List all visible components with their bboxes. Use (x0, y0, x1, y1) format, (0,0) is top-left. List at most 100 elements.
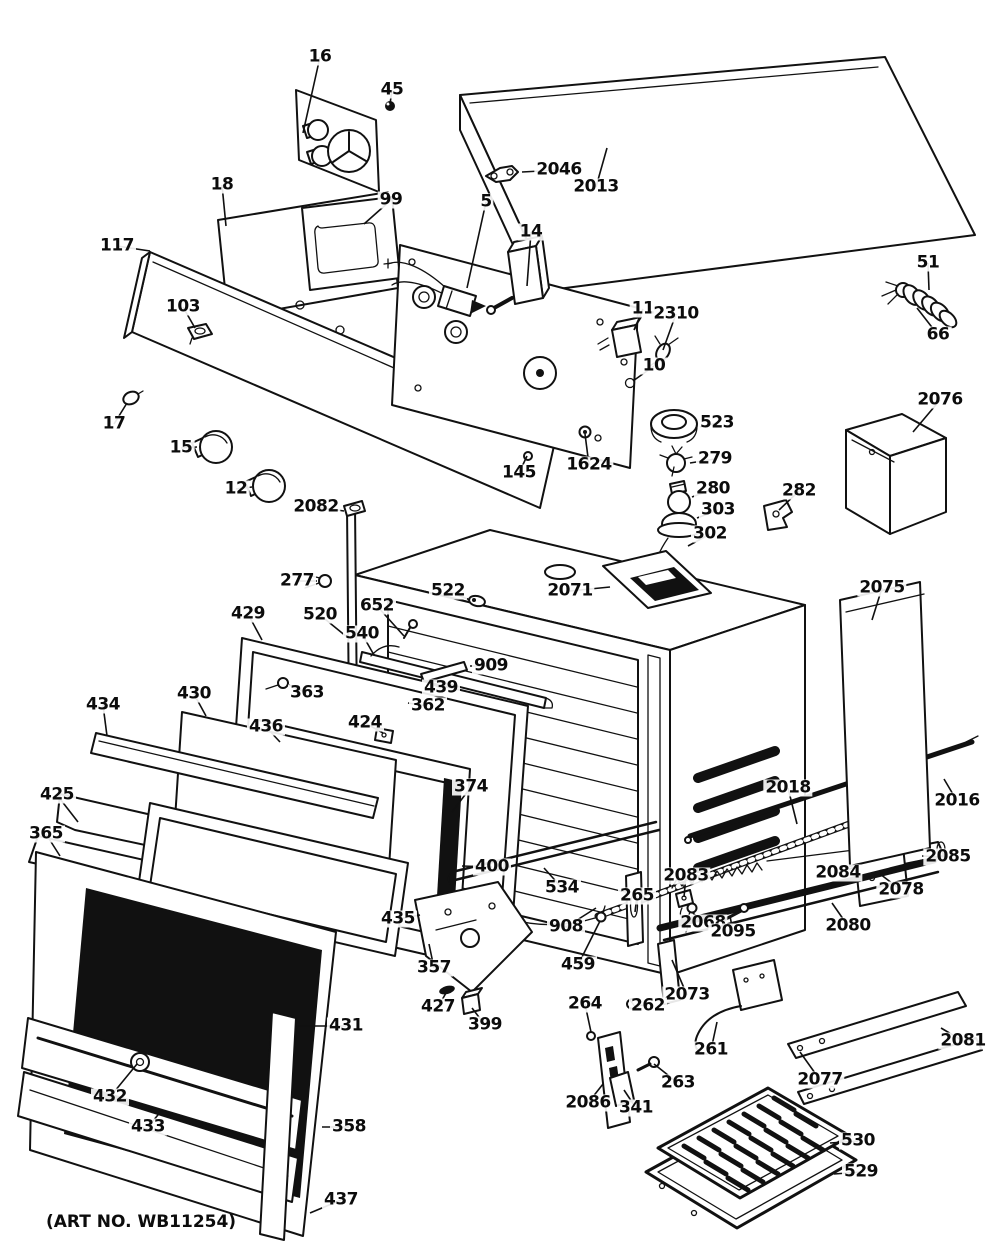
part-label-264: 264 (566, 993, 604, 1014)
part-label-10: 10 (640, 355, 668, 376)
part-label-434: 434 (84, 694, 122, 715)
part-label-432: 432 (91, 1086, 129, 1107)
bracket-261 (694, 959, 783, 1055)
part-label-66: 66 (924, 324, 952, 345)
part-label-435: 435 (379, 908, 417, 929)
part-label-45: 45 (378, 79, 406, 100)
part-label-261: 261 (692, 1039, 730, 1060)
part-label-437: 437 (322, 1189, 360, 1210)
part-label-265: 265 (618, 885, 656, 906)
part-label-534: 534 (543, 877, 581, 898)
part-label-2073: 2073 (662, 984, 712, 1005)
clip-522 (468, 594, 486, 608)
part-label-540: 540 (343, 623, 381, 644)
clip-427 (439, 985, 455, 995)
part-label-357: 357 (415, 957, 453, 978)
part-label-908: 908 (547, 916, 585, 937)
part-label-2086: 2086 (563, 1092, 613, 1113)
part-label-436: 436 (247, 716, 285, 737)
part-label-652: 652 (358, 595, 396, 616)
part-label-16: 16 (306, 46, 334, 67)
leader-line-16 (302, 56, 321, 134)
part-label-433: 433 (129, 1116, 167, 1137)
part-label-2310: 2310 (651, 303, 701, 324)
part-label-522: 522 (429, 580, 467, 601)
part-label-425: 425 (38, 784, 76, 805)
clip-2082 (343, 500, 366, 517)
part-label-399: 399 (466, 1014, 504, 1035)
trim-434 (90, 732, 379, 819)
igniter-5 (387, 261, 486, 317)
lamp-socket-279 (659, 445, 693, 477)
part-label-302: 302 (691, 523, 729, 544)
part-label-263: 263 (659, 1072, 697, 1093)
bulb-17 (122, 390, 144, 406)
screw-263 (636, 1056, 660, 1072)
part-label-429: 429 (229, 603, 267, 624)
part-label-2016: 2016 (932, 790, 982, 811)
part-label-18: 18 (208, 174, 236, 195)
spacer-399 (461, 987, 483, 1015)
part-label-2082: 2082 (291, 496, 341, 517)
part-label-2075: 2075 (857, 577, 907, 598)
part-label-362: 362 (409, 695, 447, 716)
part-label-2076: 2076 (915, 389, 965, 410)
part-label-279: 279 (696, 448, 734, 469)
part-label-1624: 1624 (564, 454, 614, 475)
part-label-358: 358 (330, 1116, 368, 1137)
part-label-2081: 2081 (938, 1030, 988, 1051)
part-label-424: 424 (346, 712, 384, 733)
part-label-400: 400 (473, 856, 511, 877)
lamp-ring-523 (650, 409, 698, 443)
part-label-145: 145 (500, 462, 538, 483)
leader-line-5 (466, 201, 487, 289)
part-label-530: 530 (839, 1130, 877, 1151)
part-label-2078: 2078 (876, 879, 926, 900)
part-label-103: 103 (164, 296, 202, 317)
part-label-303: 303 (699, 499, 737, 520)
part-label-277: 277 (278, 570, 316, 591)
part-label-2083: 2083 (661, 865, 711, 886)
part-label-12: 12 (222, 478, 250, 499)
part-label-262: 262 (629, 995, 667, 1016)
bracket-282 (763, 499, 793, 531)
part-label-2013: 2013 (571, 176, 621, 197)
part-label-909: 909 (472, 655, 510, 676)
part-label-374: 374 (452, 776, 490, 797)
part-label-2018: 2018 (763, 777, 813, 798)
part-label-529: 529 (842, 1161, 880, 1182)
part-label-2085: 2085 (923, 846, 973, 867)
glass-pack-435 (136, 802, 409, 957)
part-label-2084: 2084 (813, 862, 863, 883)
screw-459 (595, 911, 607, 923)
part-label-459: 459 (559, 954, 597, 975)
knob-12 (244, 469, 286, 503)
part-label-282: 282 (780, 480, 818, 501)
part-label-2046: 2046 (534, 159, 584, 180)
bracket-2076 (845, 413, 947, 535)
part-label-363: 363 (288, 682, 326, 703)
bracket-2046 (485, 165, 519, 183)
part-label-427: 427 (419, 996, 457, 1017)
screw-45 (385, 101, 395, 111)
part-label-431: 431 (327, 1015, 365, 1036)
part-label-14: 14 (517, 221, 545, 242)
part-label-365: 365 (27, 823, 65, 844)
part-label-99: 99 (377, 189, 405, 210)
part-label-15: 15 (167, 437, 195, 458)
part-label-439: 439 (422, 677, 460, 698)
part-label-520: 520 (301, 604, 339, 625)
part-label-2077: 2077 (795, 1069, 845, 1090)
part-label-5: 5 (478, 191, 494, 212)
part-label-523: 523 (698, 412, 736, 433)
knob-15 (191, 430, 233, 464)
conduit-51-66 (881, 281, 958, 329)
switch-11 (597, 316, 642, 358)
part-label-51: 51 (914, 252, 942, 273)
art-number: (ART NO. WB11254) (46, 1212, 237, 1232)
outer-door (17, 851, 337, 1241)
part-label-2071: 2071 (545, 580, 595, 601)
part-label-11: 11 (629, 298, 657, 319)
